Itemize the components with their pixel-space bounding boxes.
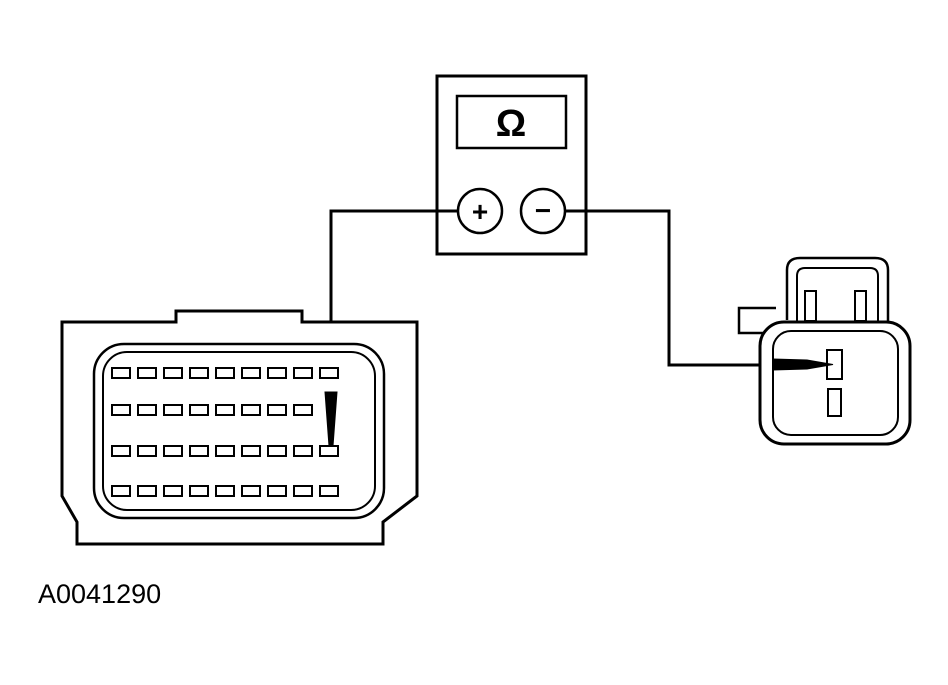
connector-pin bbox=[241, 367, 261, 379]
connector-pin bbox=[137, 367, 157, 379]
connector-face-inner bbox=[102, 351, 376, 511]
connector-pins bbox=[111, 367, 339, 497]
sensor-pin-bottom bbox=[827, 388, 842, 417]
connector-pin bbox=[293, 485, 313, 497]
connector-pin bbox=[293, 404, 313, 416]
connector-pin bbox=[241, 404, 261, 416]
sensor-latch-slot-left bbox=[804, 290, 817, 322]
ohmmeter-display bbox=[455, 94, 568, 150]
connector-face-outer bbox=[92, 342, 386, 520]
connector-pin bbox=[215, 404, 235, 416]
connector-pin bbox=[267, 404, 287, 416]
connector-pin bbox=[137, 485, 157, 497]
connector-pin bbox=[189, 404, 209, 416]
connector-pin bbox=[137, 445, 157, 457]
connector-pin bbox=[111, 367, 131, 379]
ohm-symbol: Ω bbox=[496, 103, 526, 145]
connector-pin bbox=[319, 485, 339, 497]
connector-pin bbox=[293, 367, 313, 379]
connector-pin bbox=[189, 485, 209, 497]
positive-probe-tip bbox=[324, 391, 338, 447]
sensor-connector bbox=[737, 256, 912, 446]
connector-pin bbox=[189, 445, 209, 457]
connector-pin bbox=[267, 485, 287, 497]
negative-probe bbox=[772, 358, 834, 371]
sensor-connector-tab bbox=[737, 306, 776, 335]
connector-pin bbox=[241, 485, 261, 497]
connector-pin bbox=[215, 445, 235, 457]
figure-id: A0041290 bbox=[38, 579, 162, 609]
connector-pin bbox=[241, 445, 261, 457]
sensor-connector-housing bbox=[758, 320, 912, 446]
positive-probe bbox=[324, 391, 338, 447]
connector-pin bbox=[215, 367, 235, 379]
sensor-latch-slot-right bbox=[854, 290, 867, 322]
connector-pin bbox=[111, 445, 131, 457]
negative-terminal-label: − bbox=[535, 195, 551, 226]
sensor-connector-latch-inner bbox=[796, 267, 879, 325]
negative-probe-tip bbox=[772, 358, 834, 371]
sensor-connector-face bbox=[772, 330, 899, 436]
negative-test-lead bbox=[565, 209, 775, 367]
connector-pin bbox=[267, 445, 287, 457]
connector-pin bbox=[163, 485, 183, 497]
connector-pin bbox=[267, 367, 287, 379]
connector-pin bbox=[163, 367, 183, 379]
connector-pin bbox=[189, 367, 209, 379]
ohmmeter: Ω + − bbox=[435, 74, 588, 256]
connector-pin bbox=[319, 445, 339, 457]
connector-pin bbox=[111, 404, 131, 416]
connector-pin bbox=[163, 404, 183, 416]
multi-pin-connector bbox=[60, 309, 419, 546]
positive-terminal-label: + bbox=[472, 196, 488, 227]
connector-pin bbox=[111, 485, 131, 497]
connector-pin bbox=[319, 367, 339, 379]
connector-pin bbox=[163, 445, 183, 457]
connector-pin bbox=[137, 404, 157, 416]
connector-pin bbox=[293, 445, 313, 457]
connector-pin bbox=[215, 485, 235, 497]
